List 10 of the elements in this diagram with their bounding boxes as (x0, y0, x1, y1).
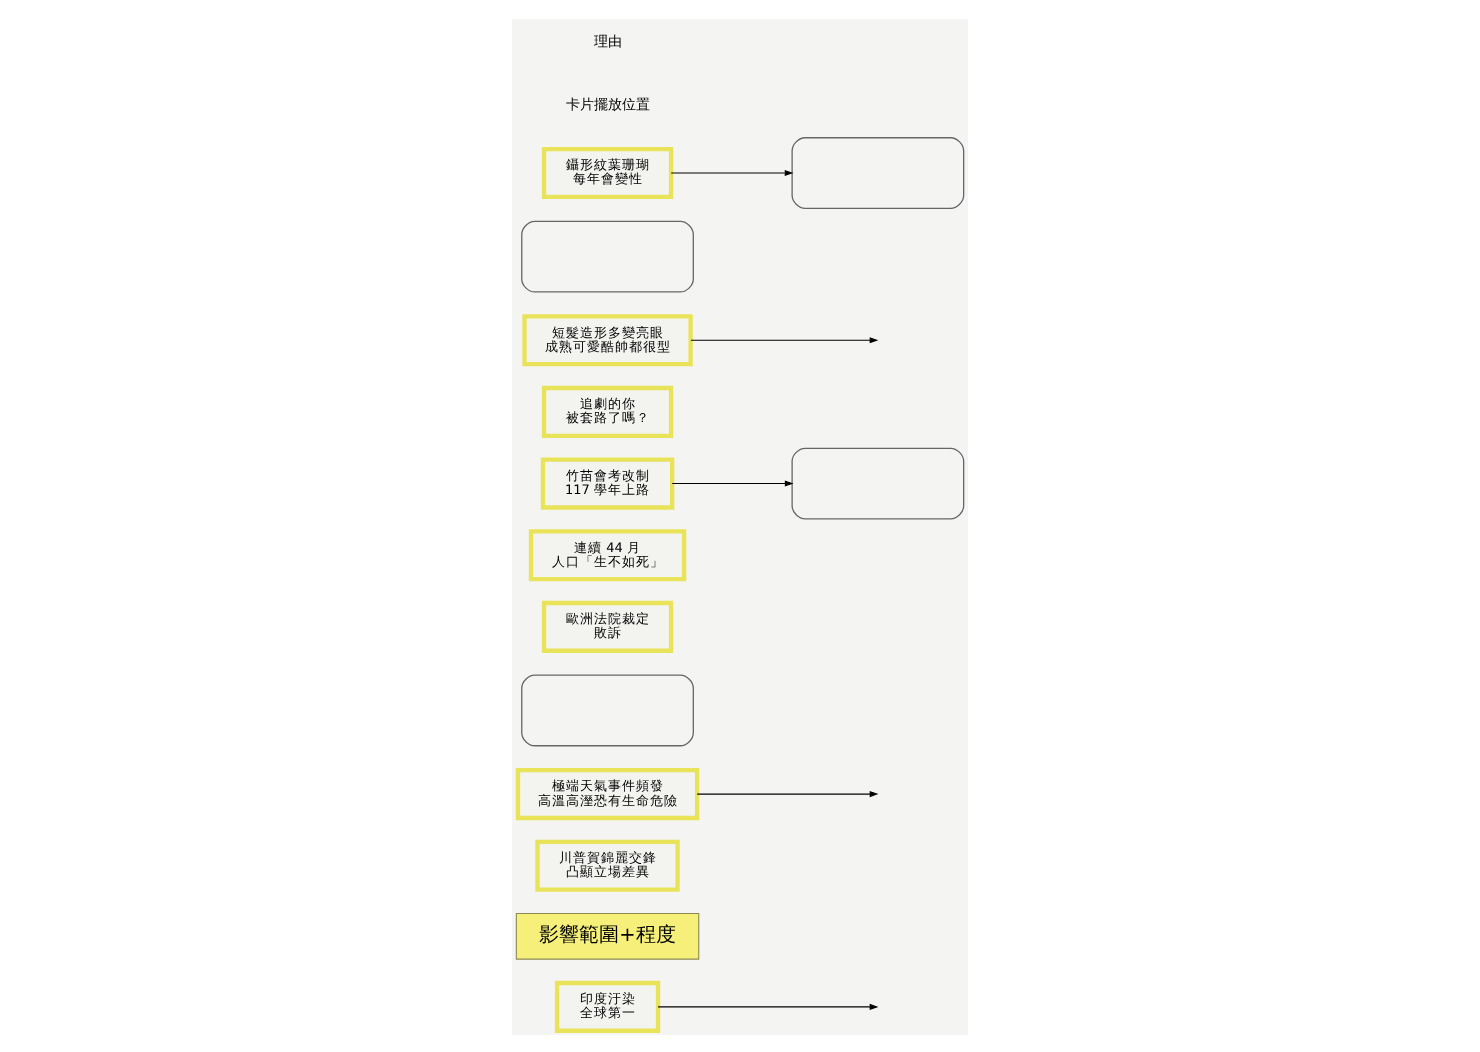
arrow (671, 479, 794, 486)
node-box (791, 136, 965, 208)
arrow (690, 336, 879, 343)
node-box (521, 673, 694, 746)
arrow (670, 169, 794, 176)
node-box (521, 219, 694, 292)
arrow (696, 790, 879, 797)
arrow (657, 1002, 879, 1009)
node-box: 影響範圍+程度 (515, 911, 700, 959)
node-box (791, 446, 965, 519)
